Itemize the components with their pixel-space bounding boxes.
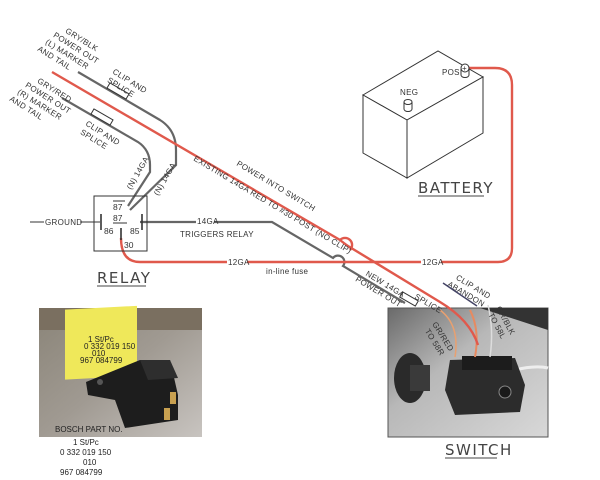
battery-symbol: NEG + POS bbox=[362, 50, 485, 179]
inline-fuse-label: in-line fuse bbox=[266, 267, 309, 276]
relay-box-print: 1 St/Pc 0 332 019 150 010 967 084799 bbox=[80, 335, 136, 365]
new-power-out-label: NEW 14GA POWER OUT bbox=[354, 269, 407, 309]
splice-connector-l bbox=[106, 82, 130, 100]
clip-splice-label-2: CLIP AND SPLICE bbox=[79, 119, 122, 151]
svg-text:010: 010 bbox=[92, 349, 106, 358]
splice-connector-switch bbox=[399, 291, 419, 307]
svg-text:1 St/Pc: 1 St/Pc bbox=[88, 335, 114, 344]
trigger-wire bbox=[140, 220, 406, 304]
gry-red-label: GRY/RED POWER OUT (R) MARKER AND TAIL bbox=[8, 76, 73, 122]
ground-label: GROUND bbox=[45, 218, 82, 227]
wire-hop bbox=[339, 236, 354, 251]
n14ga-label-1: (N) 14GA bbox=[125, 155, 151, 191]
relay-photo-caption: BOSCH PART NO. bbox=[55, 425, 123, 434]
svg-text:0 332 019 150: 0 332 019 150 bbox=[84, 342, 136, 351]
red-12ga-wire bbox=[119, 66, 514, 264]
svg-text:85: 85 bbox=[130, 226, 140, 236]
existing-wire-label: EXISTING 14GA RED TO #30 POST (NO CLIP) bbox=[192, 154, 353, 256]
trigger-gauge-label: 14GA bbox=[197, 217, 219, 226]
svg-text:967 084799: 967 084799 bbox=[60, 468, 103, 477]
svg-text:87: 87 bbox=[113, 202, 123, 212]
relay-symbol: 87 87 86 85 30 bbox=[93, 195, 148, 252]
svg-text:0 332 019 150: 0 332 019 150 bbox=[60, 448, 112, 457]
gry-blk-wire bbox=[77, 71, 178, 211]
triggers-relay-label: TRIGGERS RELAY bbox=[180, 230, 254, 239]
relay-title: RELAY bbox=[97, 269, 151, 287]
splice-connector-r bbox=[90, 108, 114, 126]
gry-blk-label: GRY/BLK POWER OUT (L) MARKER AND TAIL bbox=[36, 26, 101, 72]
svg-text:+: + bbox=[462, 64, 467, 73]
switch-photo bbox=[387, 304, 549, 438]
gauge-12-left-label: 12GA bbox=[228, 258, 250, 267]
battery-title: BATTERY bbox=[418, 179, 494, 197]
svg-text:30: 30 bbox=[124, 240, 134, 250]
relay-photo: 1 St/Pc 0 332 019 150 010 967 084799 BOS… bbox=[39, 305, 202, 437]
existing-red-wire bbox=[51, 70, 480, 346]
svg-text:010: 010 bbox=[83, 458, 97, 467]
svg-text:NEG: NEG bbox=[400, 88, 418, 97]
n14ga-label-2: (N) 14GA bbox=[152, 161, 178, 197]
part-number: 1 St/Pc 0 332 019 150 010 967 084799 bbox=[60, 438, 112, 477]
gry-red-wire bbox=[61, 97, 152, 207]
svg-text:87: 87 bbox=[113, 213, 123, 223]
svg-text:86: 86 bbox=[104, 226, 114, 236]
svg-text:POS: POS bbox=[442, 68, 460, 77]
switch-title: SWITCH bbox=[445, 441, 513, 459]
svg-text:967 084799: 967 084799 bbox=[80, 356, 123, 365]
gauge-12-right-label: 12GA bbox=[422, 258, 444, 267]
svg-text:1 St/Pc: 1 St/Pc bbox=[73, 438, 99, 447]
